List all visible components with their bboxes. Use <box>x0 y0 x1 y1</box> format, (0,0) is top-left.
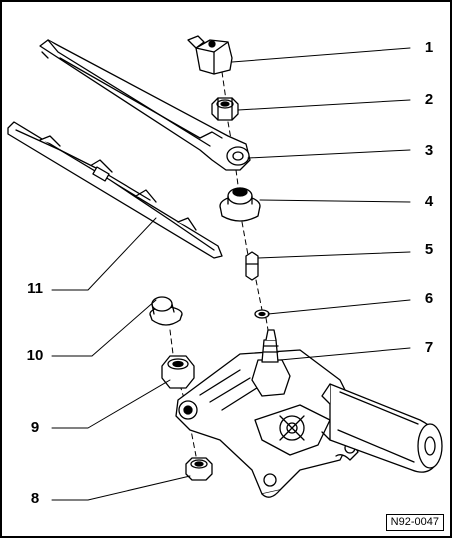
callout-11: 11 <box>27 280 43 297</box>
callout-5: 5 <box>424 241 434 258</box>
callout-7: 7 <box>424 339 434 356</box>
callout-9: 9 <box>30 419 40 436</box>
callout-10: 10 <box>26 347 44 364</box>
callout-8: 8 <box>30 490 40 507</box>
part-wiper-arm-3 <box>39 39 251 171</box>
callout-2: 2 <box>424 91 434 108</box>
part-clip-6 <box>254 309 270 319</box>
callout-4: 4 <box>424 193 434 210</box>
part-wiper-blade-11 <box>7 121 223 259</box>
part-grommet-10 <box>149 296 183 326</box>
part-wiper-motor-7 <box>175 329 443 498</box>
part-pin-5 <box>245 251 259 281</box>
callout-6: 6 <box>424 290 434 307</box>
part-grommet-4 <box>219 187 261 222</box>
part-nut-2 <box>211 97 239 121</box>
callout-3: 3 <box>424 142 434 159</box>
part-nut-8 <box>185 457 213 481</box>
leader-lines <box>51 47 411 501</box>
part-bushing-9 <box>161 355 195 389</box>
part-cap-1 <box>187 35 233 75</box>
reference-code-label: N92-0047 <box>385 514 444 531</box>
callout-1: 1 <box>424 39 434 56</box>
